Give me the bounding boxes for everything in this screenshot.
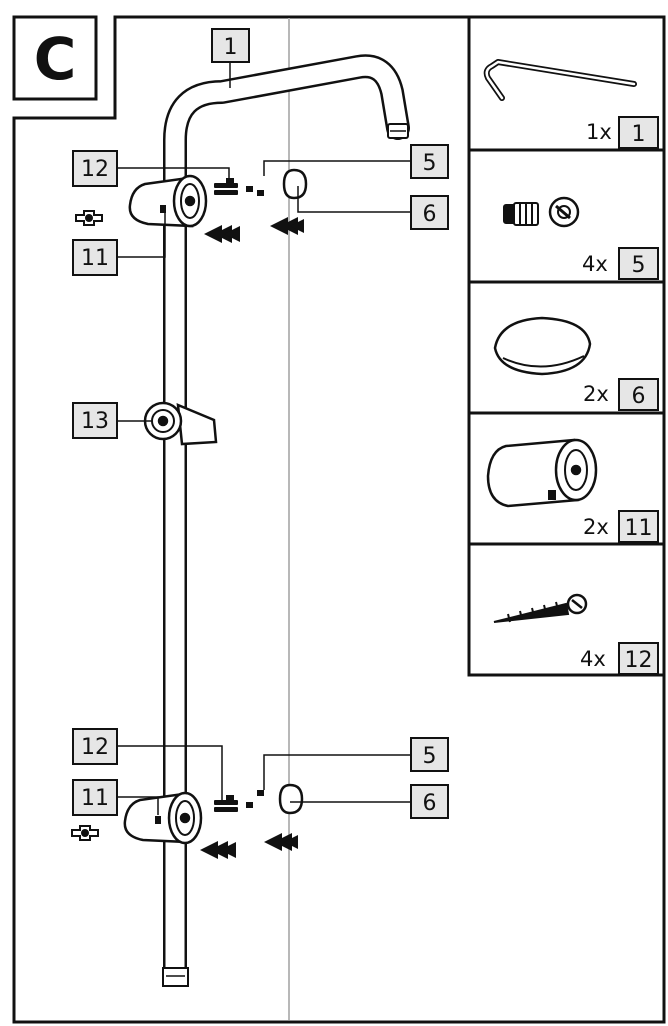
svg-text:5: 5 bbox=[423, 744, 437, 769]
wall-dowel-icon bbox=[503, 196, 580, 228]
svg-text:12: 12 bbox=[81, 157, 109, 182]
cap-top bbox=[282, 168, 308, 200]
callout-cap-top: 6 bbox=[410, 195, 449, 230]
wall-bracket-icon bbox=[486, 438, 598, 508]
parts-qty-1: 1x bbox=[586, 120, 612, 144]
parts-row-1: 1x 1 bbox=[483, 59, 659, 149]
arrows-top bbox=[204, 217, 304, 243]
svg-text:6: 6 bbox=[423, 202, 437, 227]
screw-left-bottom bbox=[71, 825, 99, 841]
callout-dowel-top: 5 bbox=[410, 144, 449, 179]
parts-num-12: 12 bbox=[625, 648, 653, 673]
holder-bottom bbox=[123, 791, 203, 845]
svg-text:13: 13 bbox=[81, 409, 109, 434]
svg-text:11: 11 bbox=[81, 246, 109, 271]
callout-slider: 13 bbox=[72, 402, 118, 439]
parts-num-1: 1 bbox=[632, 122, 646, 147]
screws-top bbox=[214, 178, 264, 196]
allen-key-icon bbox=[483, 59, 637, 101]
svg-text:1: 1 bbox=[224, 35, 238, 60]
holder-top bbox=[128, 174, 208, 228]
callout-holder-top: 11 bbox=[72, 239, 118, 276]
parts-num-5: 5 bbox=[632, 253, 646, 278]
parts-qty-11: 2x bbox=[583, 515, 609, 539]
hand-shower-slider bbox=[143, 401, 218, 446]
shower-pipe bbox=[162, 54, 410, 987]
leader-lines bbox=[117, 60, 411, 815]
cover-cap-icon bbox=[493, 316, 592, 376]
step-letter: C bbox=[34, 25, 77, 93]
svg-text:12: 12 bbox=[81, 735, 109, 760]
parts-list: 1x 1 4x 5 2x 6 bbox=[467, 15, 666, 677]
callout-cap-bottom: 6 bbox=[410, 784, 449, 819]
callout-holder-bottom: 11 bbox=[72, 779, 118, 816]
screws-bottom bbox=[214, 790, 264, 812]
screw-left-top bbox=[75, 210, 103, 226]
callout-screw-top: 12 bbox=[72, 150, 118, 187]
parts-num-6: 6 bbox=[632, 384, 646, 409]
parts-qty-12: 4x bbox=[580, 647, 606, 671]
callout-screw-bottom: 12 bbox=[72, 728, 118, 765]
parts-qty-6: 2x bbox=[583, 382, 609, 406]
parts-qty-5: 4x bbox=[582, 252, 608, 276]
parts-row-5: 4x 5 bbox=[503, 196, 659, 280]
parts-row-6: 2x 6 bbox=[493, 316, 659, 411]
svg-text:6: 6 bbox=[423, 791, 437, 816]
svg-text:5: 5 bbox=[423, 151, 437, 176]
arrows-bottom bbox=[200, 833, 298, 859]
cap-bottom bbox=[278, 783, 304, 815]
svg-text:11: 11 bbox=[81, 786, 109, 811]
parts-row-11: 2x 11 bbox=[486, 438, 659, 543]
callout-dowel-bottom: 5 bbox=[410, 737, 449, 772]
step-badge: C bbox=[12, 15, 98, 101]
parts-row-12: 4x 12 bbox=[493, 593, 659, 675]
callout-pipe-top: 1 bbox=[211, 28, 250, 63]
screw-icon bbox=[493, 593, 588, 623]
parts-num-11: 11 bbox=[625, 516, 653, 541]
